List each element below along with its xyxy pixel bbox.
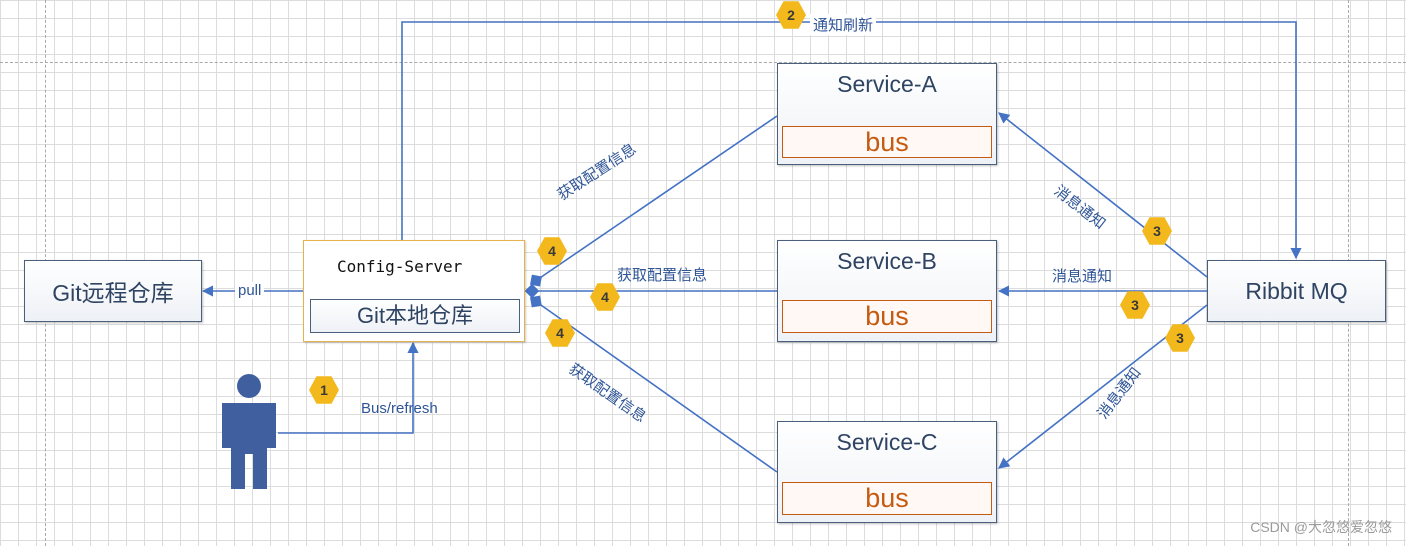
service-a-label: Service-A <box>837 71 937 97</box>
edge-fetch-config-a <box>530 115 778 287</box>
edge-label-notify-refresh: 通知刷新 <box>810 14 877 35</box>
service-c-label: Service-C <box>836 429 938 455</box>
watermark: CSDN @大忽悠爱忽悠 <box>1250 519 1392 535</box>
config-server-label: Config-Server <box>337 257 463 276</box>
service-c-node: Service-C bus <box>777 421 997 523</box>
edge-label-msg-notify-b: 消息通知 <box>1052 268 1113 285</box>
service-c-bus: bus <box>782 482 992 515</box>
edge-label-fetch-config-b: 获取配置信息 <box>617 267 708 284</box>
user-person-icon <box>222 374 276 489</box>
edge-msg-notify-a <box>998 112 1208 278</box>
edge-bus-refresh <box>278 341 419 434</box>
edge-label-pull: pull <box>235 282 265 299</box>
service-a-node: Service-A bus <box>777 63 997 165</box>
rabbit-mq-label: Ribbit MQ <box>1245 277 1348 304</box>
guide-line-horizontal <box>0 62 1406 63</box>
service-a-bus: bus <box>782 126 992 158</box>
edge-label-bus-refresh: Bus/refresh <box>361 400 438 417</box>
service-b-bus: bus <box>782 300 992 333</box>
step-badge-3-a: 3 <box>1142 217 1172 245</box>
git-local-node: Git本地仓库 <box>310 299 520 333</box>
git-remote-node: Git远程仓库 <box>24 260 202 322</box>
edge-fetch-config-c <box>530 295 778 473</box>
rabbit-mq-node: Ribbit MQ <box>1207 260 1386 322</box>
service-b-node: Service-B bus <box>777 240 997 342</box>
git-remote-label: Git远程仓库 <box>52 280 174 306</box>
config-server-node: Config-Server Git本地仓库 <box>303 240 525 342</box>
service-b-label: Service-B <box>837 248 937 274</box>
